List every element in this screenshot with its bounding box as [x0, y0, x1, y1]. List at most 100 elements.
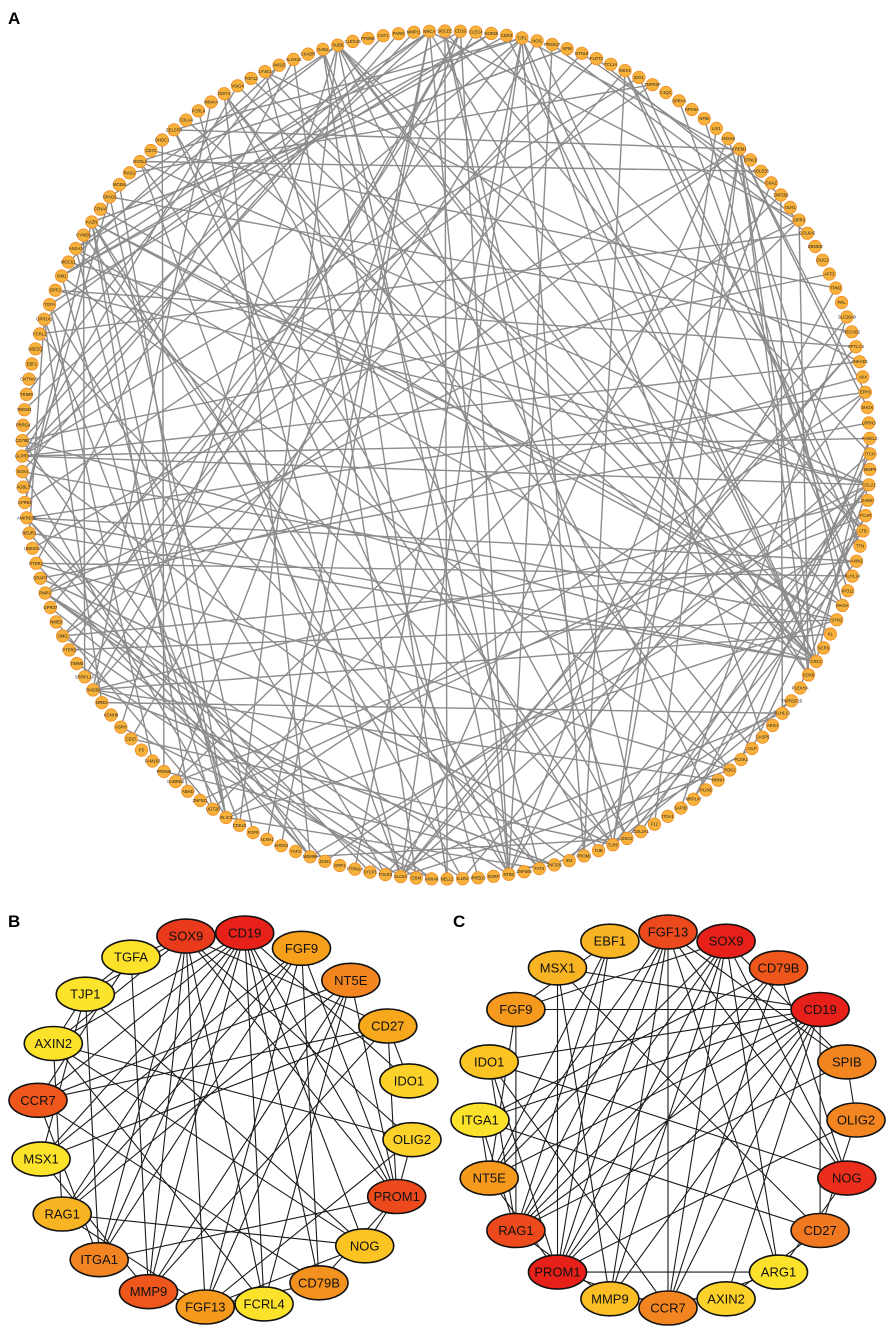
gene-node-label: FCRL1: [33, 331, 47, 336]
network-edge: [292, 59, 417, 879]
gene-node-circle: [69, 241, 83, 256]
gene-node: UBE2Q: [28, 342, 43, 356]
gene-node: NME9: [49, 615, 63, 629]
gene-node: F12: [647, 817, 662, 831]
network-edge: [21, 85, 239, 457]
gene-node-circle: [19, 387, 34, 401]
hub-gene-label: OLIG2: [837, 1113, 875, 1128]
gene-node: SYCP1: [363, 865, 378, 879]
hub-gene-label: FGF9: [285, 941, 318, 956]
network-edge: [91, 221, 510, 875]
network-edge: [264, 70, 860, 363]
gene-node-circle: [438, 24, 452, 38]
hub-gene-label: FGF13: [648, 925, 688, 940]
gene-node-label: DBNDD: [808, 244, 823, 249]
gene-node-label: BTNL8: [575, 51, 589, 56]
gene-node: ANXA8: [721, 131, 736, 146]
gene-node-label: CRC1: [811, 659, 823, 664]
gene-node-circle: [331, 38, 345, 52]
hub-gene-node: FGF9: [271, 930, 332, 967]
gene-node-circle: [93, 202, 108, 216]
hub-gene-label: CD27: [803, 1223, 836, 1238]
gene-node-label: TJP1: [517, 35, 527, 40]
gene-node-label: IDO1: [634, 75, 644, 80]
gene-node: FREM1: [732, 142, 747, 156]
gene-node-label: PCSK1: [734, 757, 748, 762]
hub-gene-node: AXIN2: [23, 1025, 84, 1062]
gene-node: GLIC3: [219, 810, 233, 825]
network-edge: [185, 119, 817, 663]
network-edge: [40, 994, 86, 1160]
hub-gene-label: SOX9: [709, 934, 744, 949]
gene-node: GNAZ: [764, 176, 778, 190]
network-edge: [205, 1245, 365, 1308]
gene-node-circle: [517, 865, 531, 879]
gene-node-label: MS4A4: [204, 100, 218, 105]
gene-node-label: PROM1: [577, 853, 593, 858]
gene-node-label: CNTNAP: [20, 377, 37, 382]
gene-node-label: ANXA8: [425, 876, 439, 881]
gene-node-label: ACNA1: [260, 837, 275, 842]
gene-node-circle: [606, 838, 620, 852]
gene-node-label: FOF9: [248, 830, 259, 835]
gene-node-label: NECAB2: [843, 329, 860, 334]
panel-a-letter: A: [8, 9, 20, 28]
gene-node: NOE55: [484, 26, 499, 41]
hub-gene-ellipse: [459, 1044, 520, 1080]
gene-node-circle: [28, 342, 43, 356]
network-edge: [139, 161, 402, 877]
gene-node-label: SCRS: [818, 645, 830, 650]
hub-gene-node: CCR7: [8, 1082, 68, 1119]
gene-node-circle: [86, 683, 100, 697]
panel-c-network: SOX9CD79BCD19SPIBOLIG2NOGCD27ARG1AXIN2CC…: [450, 914, 886, 1326]
gene-node-circle: [104, 708, 118, 722]
gene-node-circle: [333, 858, 347, 873]
gene-node: PMP2: [38, 586, 52, 600]
gene-node: SOX4: [15, 464, 29, 479]
network-edge: [53, 1042, 413, 1141]
network-edge: [92, 689, 555, 866]
gene-node-circle: [647, 817, 662, 831]
gene-node-circle: [61, 255, 76, 269]
gene-node: GPR37: [44, 600, 58, 615]
gene-node-circle: [303, 850, 317, 864]
gene-node-circle: [22, 526, 36, 540]
network-edge: [55, 621, 214, 810]
hub-gene-label: FCRL4: [244, 1296, 285, 1311]
gene-node-label: MRPL47: [685, 797, 702, 802]
network-edge: [82, 235, 86, 677]
gene-node: KCNH8: [104, 708, 119, 722]
gene-node: AXIN2: [849, 554, 863, 568]
network-edge: [175, 194, 782, 783]
gene-node-circle: [20, 511, 34, 525]
gene-node-circle: [620, 831, 634, 846]
gene-node-circle: [407, 25, 421, 39]
network-edge: [337, 44, 510, 875]
gene-node: PTPN14: [347, 862, 363, 876]
gene-node-label: CASP5: [756, 735, 770, 740]
gene-node: CPR64: [18, 495, 32, 510]
hub-gene-node: ARG1: [748, 1254, 809, 1290]
network-edge: [52, 935, 187, 1044]
network-edge: [148, 980, 352, 1292]
gene-node: ITGA1: [661, 809, 675, 823]
gene-node-circle: [16, 480, 30, 494]
gene-node: BTNL9: [743, 153, 758, 167]
gene-node: NFIB: [697, 112, 711, 126]
gene-node-circle: [167, 123, 181, 137]
hub-gene-node: CD19: [790, 991, 850, 1028]
network-edge: [640, 484, 870, 832]
gene-node-label: GLPR3: [15, 454, 29, 459]
gene-node: CNTNAP: [20, 372, 38, 386]
gene-node: NRCA: [422, 24, 436, 38]
gene-node-label: CLEC4: [469, 30, 483, 35]
gene-node-circle: [783, 200, 797, 214]
gene-node-label: SPAG5: [103, 194, 117, 199]
network-edge: [175, 514, 866, 783]
gene-node-circle: [575, 46, 589, 60]
hub-gene-ellipse: [696, 1281, 756, 1317]
network-edge: [48, 304, 154, 762]
network-edge: [556, 941, 611, 1273]
network-edge: [39, 333, 540, 870]
gene-node-circle: [124, 732, 138, 746]
